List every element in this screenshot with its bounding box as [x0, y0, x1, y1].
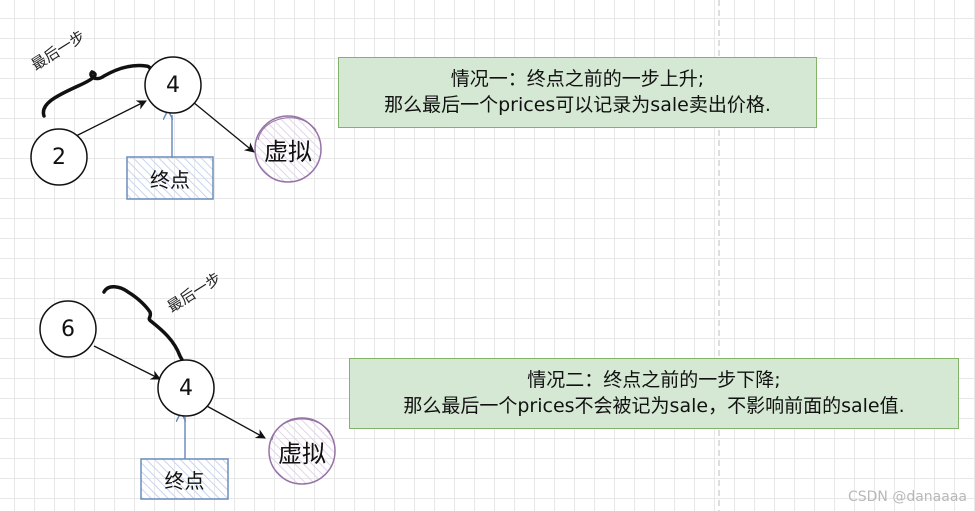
case2-last-step-curve [102, 285, 185, 366]
case1-diagram [30, 56, 322, 200]
case2-virtual-node [268, 417, 336, 485]
case1-node-4-label: 4 [166, 72, 180, 98]
case1-virtual-label: 虚拟 [264, 137, 312, 166]
case2-note-line2: 那么最后一个prices不会被记为sale，不影响前面的sale值. [403, 394, 905, 417]
case2-diagram [39, 285, 336, 500]
case1-note-line1: 情况一：终点之前的一步上升; [450, 67, 705, 90]
case1-node-2 [30, 128, 88, 186]
case2-node-4 [157, 359, 215, 417]
case1-edge-2-to-4 [75, 100, 147, 137]
case2-end-box-label: 终点 [164, 468, 205, 493]
case1-node-2-label: 2 [52, 144, 66, 170]
case2-end-box [140, 458, 229, 500]
case2-virtual-label: 虚拟 [278, 439, 326, 468]
case2-node-4-label: 4 [179, 375, 193, 401]
case2-note: 情况二：终点之前的一步下降; 那么最后一个prices不会被记为sale，不影响… [349, 358, 959, 429]
case1-note-line2: 那么最后一个prices可以记录为sale卖出价格. [384, 93, 771, 116]
case2-node-6-label: 6 [61, 316, 75, 342]
case2-edge-4-to-virtual [204, 404, 266, 439]
case1-end-box-label: 终点 [150, 167, 190, 192]
case1-note: 情况一：终点之前的一步上升; 那么最后一个prices可以记录为sale卖出价格… [338, 57, 817, 128]
case1-virtual-node [254, 115, 322, 183]
case1-last-step-curve [41, 63, 154, 118]
case1-edge-4-to-virtual [192, 101, 255, 153]
case2-note-line1: 情况二：终点之前的一步下降; [527, 368, 781, 391]
case2-edge-6-to-4 [93, 345, 161, 380]
case1-node-4 [144, 56, 202, 114]
watermark: CSDN @danaaaa [847, 489, 967, 505]
case1-end-box [126, 156, 214, 200]
case2-node-6 [39, 300, 97, 358]
